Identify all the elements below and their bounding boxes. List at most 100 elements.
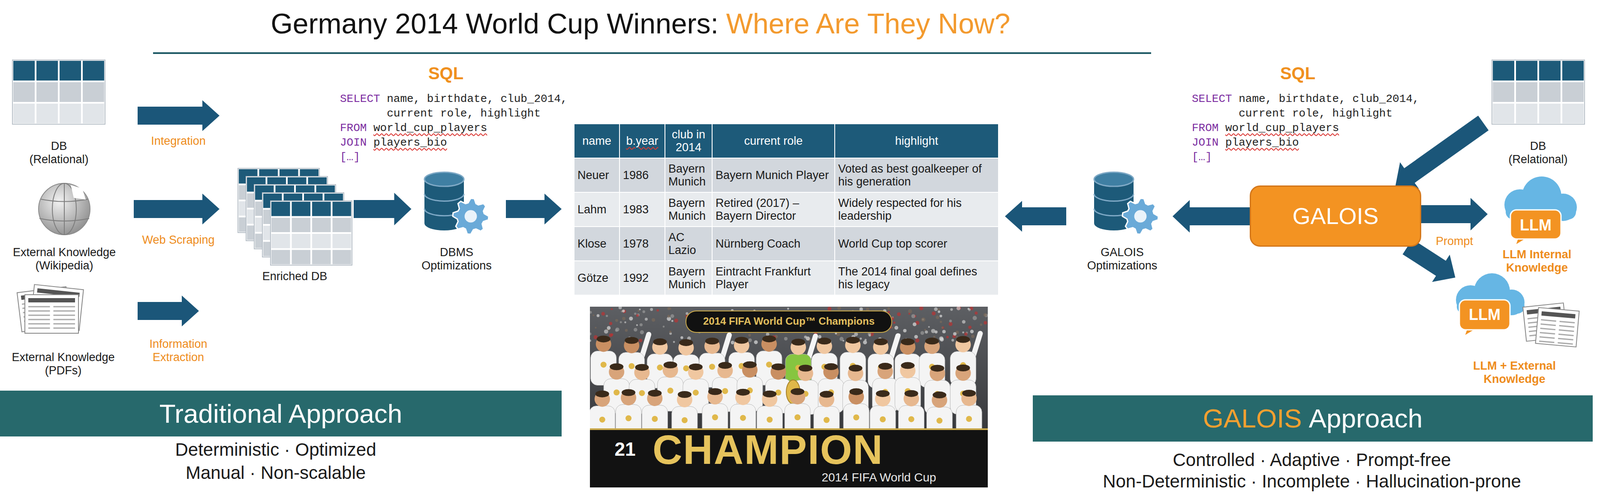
table-icon-cell	[1515, 103, 1538, 124]
player-hair	[817, 337, 832, 345]
gear-body	[1122, 198, 1159, 235]
approach-band: Traditional Approach	[0, 390, 562, 437]
wikipedia-globe	[38, 183, 91, 235]
crowd-dot	[983, 321, 987, 325]
crowd-dot	[633, 328, 638, 332]
table-icon-cell	[13, 60, 35, 81]
globe-meridian	[63, 183, 65, 235]
crowd-dot	[649, 308, 653, 312]
crowd-dot	[983, 313, 987, 317]
player-hair	[688, 363, 703, 371]
crowd-dot	[637, 309, 640, 312]
table-header-cell: highlight	[835, 124, 999, 158]
player-hair	[819, 391, 834, 399]
node-label: DB (Relational)	[22, 139, 96, 167]
winner-medal	[965, 416, 972, 423]
champions-banner	[685, 311, 892, 333]
crowd-dot	[935, 315, 940, 320]
newspaper-line	[1540, 324, 1556, 326]
newspaper-line	[53, 327, 76, 330]
sql-table-name: players_bio	[1225, 136, 1300, 150]
crowd-dot	[601, 312, 606, 316]
table-icon-cell	[332, 234, 352, 249]
crowd-dot	[827, 306, 832, 311]
crowd-dot	[968, 325, 972, 330]
crowd-dot	[634, 312, 637, 316]
player-arm	[641, 334, 649, 358]
table-icon-cell	[332, 218, 352, 233]
node-label: Approach	[1308, 403, 1423, 434]
table-cell: Nürnberg Coach	[712, 227, 835, 261]
node-label: External Knowledge (Wikipedia)	[6, 246, 122, 273]
crowd-dot	[642, 310, 645, 314]
winner-medal	[766, 417, 773, 424]
crowd-dot	[625, 329, 628, 332]
table-icon-cell	[271, 201, 291, 217]
crowd-dot	[639, 323, 643, 327]
approach-traits: Deterministic · Optimized	[174, 439, 376, 461]
table-icon-cell	[59, 82, 82, 103]
team-photo	[589, 306, 988, 488]
jersey-number: 21	[614, 439, 636, 461]
crowd-dot	[859, 337, 862, 340]
crowd-dot	[962, 331, 965, 334]
winner-medal	[667, 387, 674, 394]
newspaper-line	[1540, 320, 1556, 322]
crowd-dot	[863, 340, 867, 345]
player-hair	[798, 365, 813, 373]
crowd-dot	[971, 334, 975, 339]
player-hair	[708, 388, 722, 396]
newspaper-line	[1539, 336, 1555, 339]
winner-medal	[638, 390, 645, 397]
sql-keyword: SELECT	[1191, 92, 1233, 106]
table-cell: Voted as best goalkeeper of his generati…	[835, 158, 999, 193]
table-icon-cell	[291, 234, 311, 249]
table-cell: Bayern Munich Player	[712, 158, 835, 193]
table-cell: The 2014 final goal defines his legacy	[835, 261, 999, 295]
crowd-dot	[924, 330, 928, 334]
crowd-dot	[950, 308, 953, 312]
player-hair	[596, 335, 611, 343]
player-hair	[679, 339, 693, 347]
winner-medal	[853, 414, 860, 421]
newspaper-line	[1540, 328, 1556, 331]
crowd-dot	[902, 329, 907, 333]
section-heading: SQL	[1280, 63, 1316, 84]
enriched-database: Enriched DB	[235, 165, 354, 286]
winner-medal	[709, 363, 716, 370]
table-header-cell: club in 2014	[665, 124, 712, 158]
node-label: GALOIS Optimizations	[1080, 246, 1164, 273]
table-icon-cell	[291, 218, 311, 233]
winner-medal	[766, 361, 773, 368]
node-label: DB (Relational)	[1501, 139, 1575, 167]
node-label: LLM + External Knowledge	[1468, 359, 1561, 387]
table-cell: Klose	[574, 227, 620, 261]
approach-band: GALOISApproach	[1032, 395, 1593, 443]
crowd-dot	[662, 325, 665, 328]
galois-engine: GALOIS	[1249, 185, 1422, 247]
player-hair	[663, 361, 678, 369]
crowd-dot	[609, 321, 613, 325]
crowd-dot	[839, 337, 844, 342]
photo-banner-text: 2014 FIFA World Cup™ Champions	[703, 315, 875, 328]
crowd-dot	[592, 314, 595, 317]
player-hair	[677, 391, 692, 399]
newspaper-line	[1557, 338, 1573, 340]
crowd-dot	[956, 306, 962, 311]
crowd-dot	[589, 311, 592, 314]
gear-icon	[452, 198, 489, 235]
winner-medal	[613, 389, 620, 396]
crowd-dot	[618, 306, 623, 310]
newspaper-line	[28, 310, 51, 313]
winner-medal	[625, 415, 632, 422]
crowd-dot	[638, 339, 643, 343]
crowd-dot	[908, 312, 911, 315]
table-cell: Widely respected for his leadership	[835, 192, 999, 227]
table-cell: 1986	[619, 158, 665, 193]
cylinder-band	[1094, 194, 1134, 202]
table-icon-cell	[1562, 60, 1584, 81]
llm-badge: LLM	[1519, 216, 1552, 235]
gear-hub	[464, 210, 478, 223]
winner-medal	[739, 415, 746, 422]
